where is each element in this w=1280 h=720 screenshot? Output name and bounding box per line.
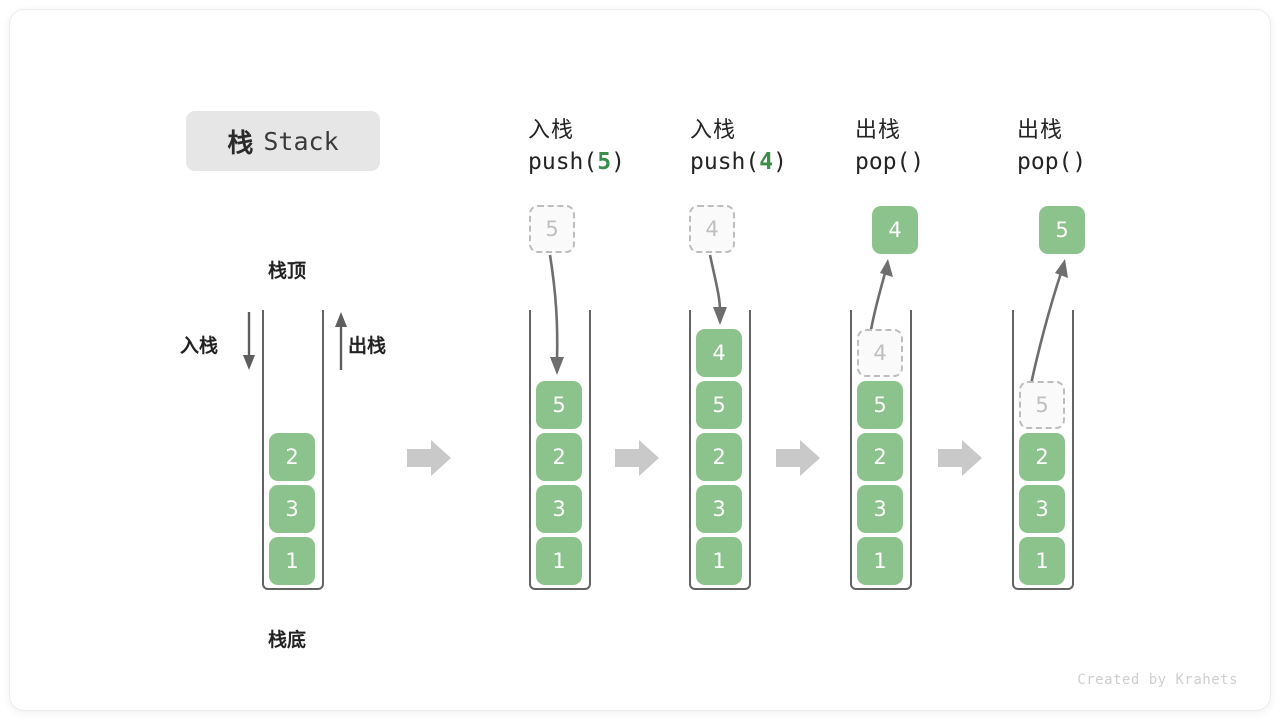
panel-header-pop-4: 出栈 pop(): [855, 115, 1025, 179]
stack-tube-push-5: [529, 310, 591, 590]
pop-up-arrow-icon: [335, 312, 347, 370]
operation-code: pop(): [855, 149, 925, 175]
operation-label: 出栈: [855, 117, 902, 142]
incoming-ghost-cell: 4: [689, 205, 735, 253]
stack-cell: 2: [1019, 433, 1065, 481]
push-motion-arrow-icon: [548, 254, 564, 375]
stack-tube-pop-5: [1012, 310, 1074, 590]
operation-label: 入栈: [690, 117, 737, 142]
stack-cell: 2: [696, 433, 742, 481]
popped-cell: 5: [1039, 206, 1085, 254]
stack-cell: 1: [269, 537, 315, 585]
step-arrow-icon: [407, 440, 451, 476]
stack-tube-push-4: [689, 310, 751, 590]
operation-code: push(5): [528, 149, 625, 175]
operation-label: 出栈: [1017, 117, 1064, 142]
stack-cell: 1: [857, 537, 903, 585]
panel-header-push-4: 入栈 push(4): [690, 115, 860, 179]
stack-cell: 2: [857, 433, 903, 481]
vacated-ghost-cell: 4: [857, 329, 903, 377]
operation-label: 入栈: [528, 117, 575, 142]
pop-direction-label: 出栈: [348, 336, 387, 357]
panel-header-push-5: 入栈 push(5): [528, 115, 698, 179]
stack-cell: 3: [536, 485, 582, 533]
push-direction-label: 入栈: [180, 336, 219, 357]
step-arrow-icon: [776, 440, 820, 476]
stack-tube-initial: [262, 310, 324, 590]
title-en: Stack: [263, 126, 339, 156]
incoming-ghost-cell: 5: [529, 205, 575, 253]
stack-bottom-label: 栈底: [268, 630, 307, 651]
panel-header-pop-5: 出栈 pop(): [1017, 115, 1187, 179]
footer-credit: Created by Krahets: [1077, 672, 1238, 688]
operation-code: pop(): [1017, 149, 1087, 175]
push-motion-arrow-icon: [708, 254, 727, 325]
vacated-ghost-cell: 5: [1019, 381, 1065, 429]
stack-cell: 1: [536, 537, 582, 585]
stack-cell: 2: [269, 433, 315, 481]
push-down-arrow-icon: [243, 312, 255, 370]
step-arrow-icon: [938, 440, 982, 476]
stack-tube-pop-4: [850, 310, 912, 590]
stack-cell: 1: [696, 537, 742, 585]
stack-cell: 2: [536, 433, 582, 481]
stack-cell: 3: [1019, 485, 1065, 533]
title-cn: 栈: [227, 127, 255, 158]
title-badge: 栈 Stack: [186, 111, 380, 171]
operation-code: push(4): [690, 149, 787, 175]
step-arrow-icon: [615, 440, 659, 476]
stack-cell: 3: [857, 485, 903, 533]
diagram-canvas: 栈 Stack 栈顶 入栈 出栈 2 3 1 栈底 入栈 push(5): [10, 10, 1270, 710]
stack-cell: 5: [536, 381, 582, 429]
stack-cell: 3: [696, 485, 742, 533]
stack-cell: 5: [696, 381, 742, 429]
popped-cell: 4: [872, 206, 918, 254]
stack-cell: 3: [269, 485, 315, 533]
stack-cell: 5: [857, 381, 903, 429]
stack-top-label: 栈顶: [268, 261, 307, 282]
stack-cell: 1: [1019, 537, 1065, 585]
stack-cell: 4: [696, 329, 742, 377]
